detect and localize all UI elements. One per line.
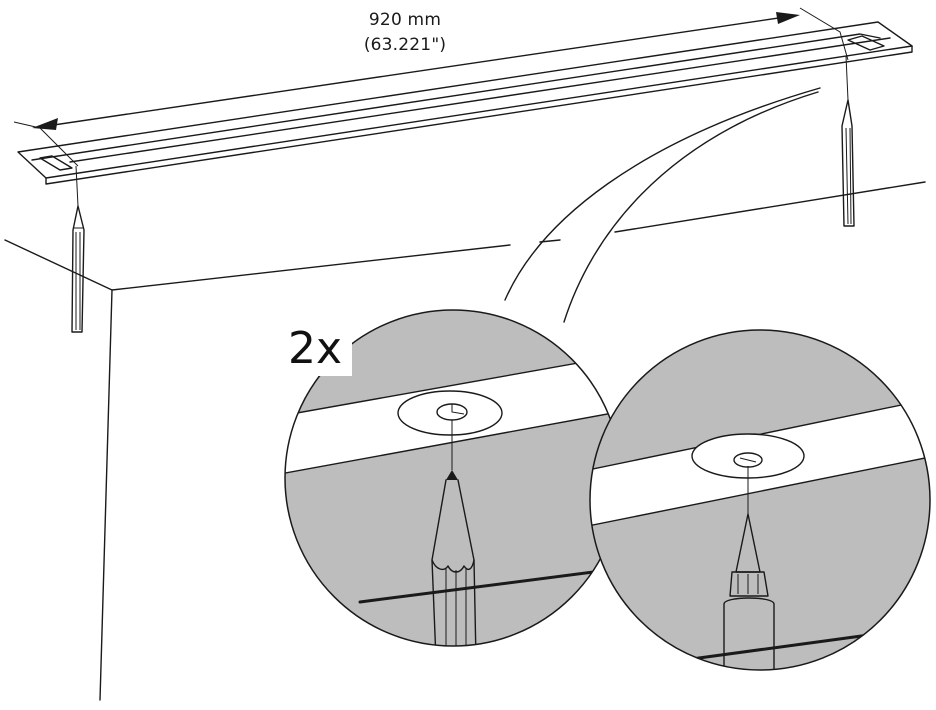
detail-circle-pencil bbox=[284, 309, 622, 647]
dimension-metric-label: 920 mm bbox=[368, 10, 442, 30]
detail-circle-screwdriver bbox=[589, 329, 931, 671]
pencil-icon bbox=[71, 165, 85, 333]
pencil-icon bbox=[841, 55, 855, 227]
dimension-arrow bbox=[13, 7, 849, 167]
dimension-imperial-label: (63.221") bbox=[363, 35, 447, 55]
cabinet-outline bbox=[4, 181, 926, 701]
quantity-label: 2x bbox=[282, 322, 352, 376]
mounting-rail bbox=[17, 21, 913, 185]
magnify-callout bbox=[504, 87, 821, 323]
